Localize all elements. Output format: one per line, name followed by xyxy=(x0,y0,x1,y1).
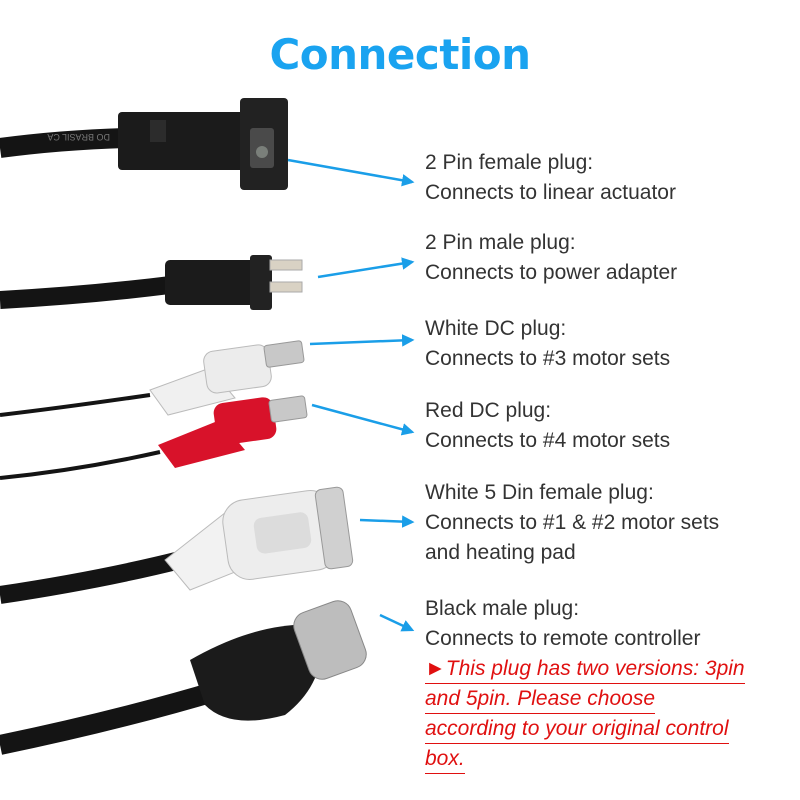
note-line-4: box. xyxy=(425,745,465,774)
black-din-plug xyxy=(0,600,367,755)
male-2pin-plug xyxy=(0,255,303,310)
connector-label-6: Black male plug: Connects to remote cont… xyxy=(425,594,700,654)
connector-name: 2 Pin male plug: xyxy=(425,231,576,254)
white-dc-plug xyxy=(149,340,305,416)
connector-desc: Connects to linear actuator xyxy=(425,181,676,204)
connector-name: White DC plug: xyxy=(425,317,567,340)
page-title: Connection xyxy=(269,30,531,79)
arrow-1 xyxy=(287,158,415,187)
connector-desc: Connects to remote controller xyxy=(425,627,701,650)
arrow-3 xyxy=(309,334,415,347)
connector-label-2: 2 Pin male plug: Connects to power adapt… xyxy=(425,228,677,288)
connector-label-1: 2 Pin female plug: Connects to linear ac… xyxy=(425,148,676,208)
connector-desc-2: and heating pad xyxy=(425,541,576,564)
connector-label-4: Red DC plug: Connects to #4 motor sets xyxy=(425,396,670,456)
connector-desc: Connects to #4 motor sets xyxy=(425,429,671,452)
pointer-arrows xyxy=(287,158,415,632)
connector-desc: Connects to #1 & #2 motor sets xyxy=(425,511,720,534)
connector-name: Black male plug: xyxy=(425,597,580,620)
version-note: ►This plug has two versions: 3pin and 5p… xyxy=(425,654,795,774)
arrow-6 xyxy=(379,613,415,632)
arrow-5 xyxy=(359,515,415,528)
connector-label-5: White 5 Din female plug: Connects to #1 … xyxy=(425,478,719,568)
arrow-2 xyxy=(317,257,415,279)
note-line-2: and 5pin. Please choose xyxy=(425,685,656,714)
connector-name: White 5 Din female plug: xyxy=(425,481,654,504)
connector-name: Red DC plug: xyxy=(425,399,552,422)
note-line-3: according to your original control xyxy=(425,715,729,744)
note-line-1: ►This plug has two versions: 3pin xyxy=(425,655,745,684)
white-din-plug xyxy=(0,486,354,604)
connector-name: 2 Pin female plug: xyxy=(425,151,594,174)
connector-desc: Connects to #3 motor sets xyxy=(425,347,671,370)
connector-desc: Connects to power adapter xyxy=(425,261,678,284)
connector-label-3: White DC plug: Connects to #3 motor sets xyxy=(425,314,670,374)
female-2pin-plug: DO BRASIL CA xyxy=(0,98,288,190)
arrow-4 xyxy=(311,403,415,436)
red-dc-plug xyxy=(158,395,308,468)
cable-print: DO BRASIL CA xyxy=(47,132,110,142)
